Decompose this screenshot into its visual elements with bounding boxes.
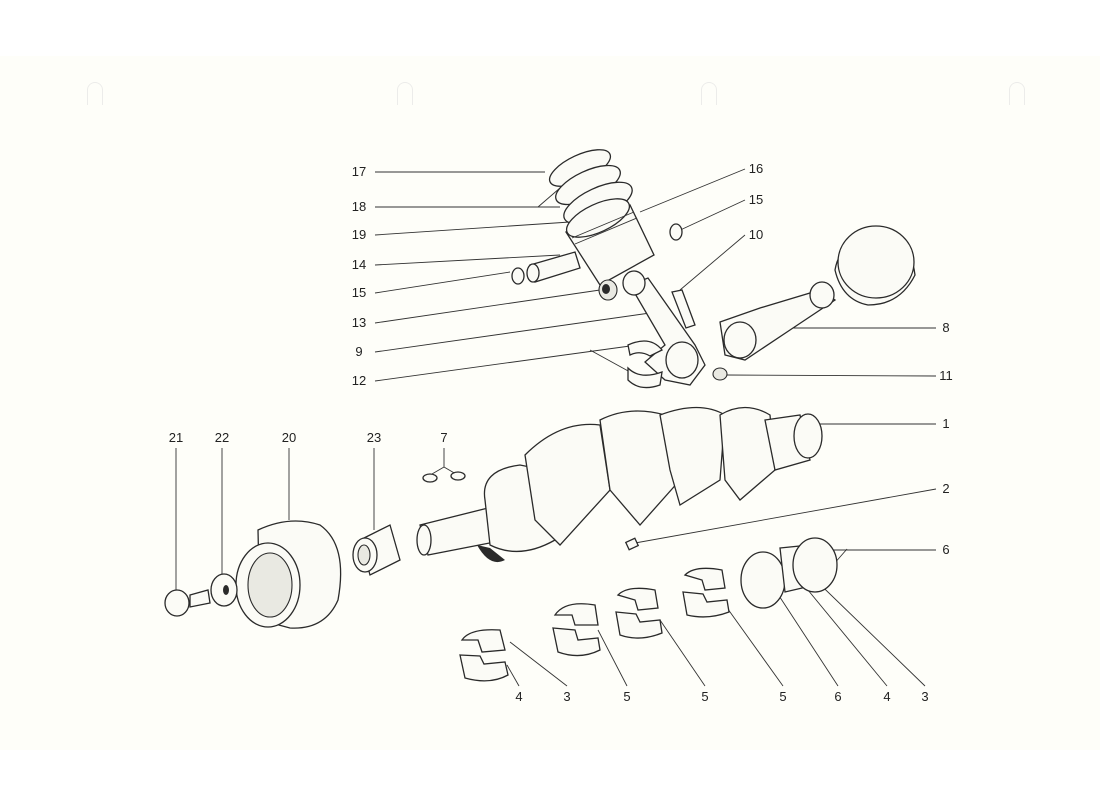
callout-c2: 2 [942, 481, 950, 496]
callout-c4b: 4 [883, 689, 891, 704]
callout-c14: 14 [351, 257, 367, 272]
conrod-nut [712, 367, 728, 381]
punch-hole-4 [1009, 82, 1025, 105]
callout-c5a: 5 [623, 689, 631, 704]
piston-pin [526, 251, 581, 283]
callout-c1: 1 [942, 416, 950, 431]
woodruff-key-2 [450, 471, 466, 481]
callout-c12: 12 [351, 373, 367, 388]
callout-c9: 9 [355, 344, 363, 359]
punch-hole-3 [701, 82, 717, 105]
callout-c5c: 5 [779, 689, 787, 704]
crankshaft-pulley [235, 520, 342, 629]
connecting-rod-left [622, 270, 706, 386]
callout-c23: 23 [366, 430, 382, 445]
callout-c8: 8 [942, 320, 950, 335]
callout-c7: 7 [440, 430, 448, 445]
circlip-left [511, 267, 525, 285]
callout-c15a: 15 [351, 285, 367, 300]
conrod-bolt [671, 289, 696, 329]
punch-hole-1 [87, 82, 103, 105]
callout-c6b: 6 [834, 689, 842, 704]
callout-c11: 11 [939, 368, 953, 383]
dowel-pin [624, 537, 640, 551]
callout-c6a: 6 [942, 542, 950, 557]
callout-c20: 20 [281, 430, 297, 445]
callout-c13: 13 [351, 315, 367, 330]
diagram-sheet [0, 56, 1100, 750]
crankshaft [416, 406, 823, 563]
pulley-washer [210, 573, 238, 607]
callout-c10: 10 [748, 227, 764, 242]
piston-left [565, 198, 655, 286]
timing-gear [352, 524, 401, 576]
callout-c21: 21 [168, 430, 184, 445]
punch-hole-2 [397, 82, 413, 105]
small-end-bush [598, 279, 618, 301]
callout-c22: 22 [214, 430, 230, 445]
callout-c3a: 3 [563, 689, 571, 704]
woodruff-key-1 [422, 473, 438, 483]
pulley-bolt [164, 589, 211, 617]
connecting-rod-assembly-right [719, 225, 916, 361]
callout-c3b: 3 [921, 689, 929, 704]
callout-c4a: 4 [515, 689, 523, 704]
circlip-right [669, 223, 683, 241]
callout-c16: 16 [748, 161, 764, 176]
callout-c19: 19 [351, 227, 367, 242]
callout-c5b: 5 [701, 689, 709, 704]
conrod-bearing-shells [627, 340, 664, 389]
main-bearing-shells [459, 537, 838, 682]
callout-c18: 18 [351, 199, 367, 214]
callout-c17: 17 [351, 164, 367, 179]
callout-c15b: 15 [748, 192, 764, 207]
